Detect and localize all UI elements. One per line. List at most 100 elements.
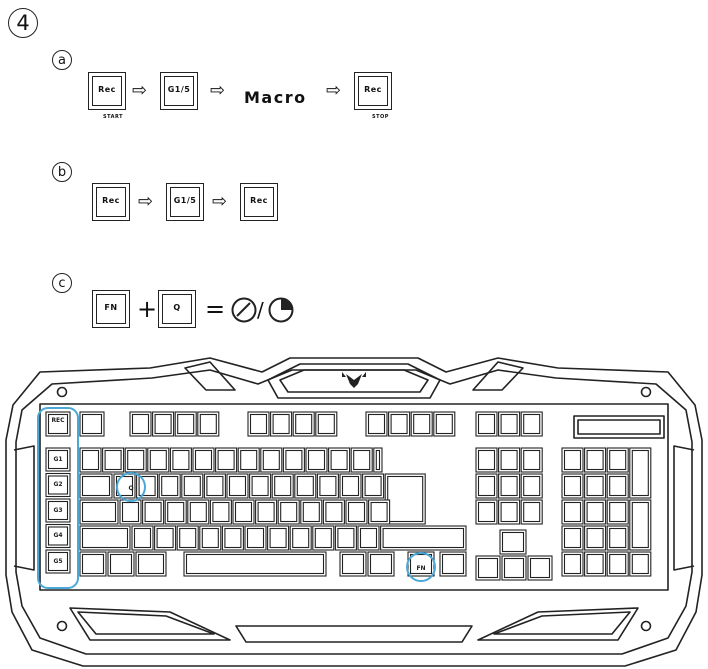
keyboard-key: [226, 473, 249, 499]
keyboard-key: [221, 525, 244, 551]
keyboard-key: [527, 555, 553, 581]
keyboard-key: [498, 411, 521, 437]
keyboard-key: [292, 411, 315, 437]
keyboard-key: [561, 473, 584, 499]
keyboard-key: [606, 551, 629, 577]
keyboard-key: [498, 499, 521, 525]
keyboard-key: [475, 411, 498, 437]
plus-sign: +: [137, 295, 158, 323]
keyboard-key: [606, 525, 629, 551]
substep-b-badge: b: [52, 162, 72, 182]
g-slot-key-b: G1/5: [166, 183, 204, 221]
g-slot-key-a-label: G1/5: [167, 85, 191, 94]
keyboard-key: [232, 499, 255, 525]
keyboard-key: [215, 447, 238, 473]
kb-q-key-label: Q: [128, 485, 133, 492]
keyboard-key: [498, 473, 521, 499]
keyboard-key: [176, 525, 199, 551]
substep-a-label: a: [58, 52, 66, 68]
keyboard-key: [373, 447, 383, 473]
keyboard-key: [561, 499, 584, 525]
keyboard-key: [277, 499, 300, 525]
fn-key-c: FN: [92, 290, 130, 328]
arrow-right-icon: ⇨: [210, 80, 226, 101]
kb-g4-label: G4: [53, 532, 62, 539]
q-key-highlight: [116, 472, 146, 502]
keyboard-key: [328, 447, 351, 473]
keyboard-key: [520, 473, 543, 499]
keyboard-key: [79, 473, 113, 499]
keyboard-key: [498, 447, 521, 473]
keyboard-key: [606, 473, 629, 499]
keyboard-key: [282, 447, 305, 473]
keyboard-key: [315, 411, 338, 437]
keyboard-key: [384, 473, 426, 525]
keyboard-key: [237, 447, 260, 473]
keyboard-key: [584, 499, 607, 525]
keyboard-key: [362, 473, 385, 499]
rec-start-key: Rec: [88, 72, 126, 110]
keyboard-key: [350, 447, 373, 473]
keyboard-key: [158, 473, 181, 499]
stop-caption: STOP: [372, 114, 389, 120]
keyboard-key: [345, 499, 368, 525]
keyboard-key: [199, 525, 222, 551]
start-caption: START: [103, 114, 124, 120]
keyboard-key: [584, 473, 607, 499]
keyboard-key: [45, 411, 71, 437]
keyboard-key: [520, 447, 543, 473]
kb-fn-key-label: FN: [416, 565, 425, 572]
keyboard-key: [169, 447, 192, 473]
kb-rec-key-label: REC: [51, 417, 65, 424]
fn-key-highlight: [406, 552, 436, 582]
keyboard-key: [267, 525, 290, 551]
keyboard-key: [606, 499, 629, 525]
rec-key-b1-label: Rec: [102, 196, 120, 205]
keyboard-key: [629, 551, 652, 577]
substep-c-label: c: [58, 275, 66, 291]
keyboard-key: [107, 551, 135, 577]
keyboard-key: [129, 411, 152, 437]
kb-g1-label: G1: [53, 456, 62, 463]
substep-a-badge: a: [52, 50, 72, 70]
keyboard-key: [119, 499, 142, 525]
keyboard-key: [520, 411, 543, 437]
keyboard-key: [147, 447, 170, 473]
keyboard-key: [501, 555, 527, 581]
keyboard-key: [174, 411, 197, 437]
keyboard-key: [45, 472, 71, 498]
keyboard-key: [183, 551, 327, 577]
keyboard-key: [334, 525, 357, 551]
keyboard-key: [367, 551, 395, 577]
keyboard-key: [154, 525, 177, 551]
keyboard-key: [45, 523, 71, 549]
keyboard-key: [247, 411, 270, 437]
keyboard-key: [260, 447, 283, 473]
keyboard-key: [79, 411, 105, 437]
slash-separator: /: [257, 298, 264, 322]
keyboard-key: [294, 473, 317, 499]
keyboard-key: [79, 551, 107, 577]
gauge-icon: [231, 297, 257, 323]
macro-label: Macro: [244, 88, 307, 107]
keyboard-key: [79, 525, 131, 551]
clock-icon: [268, 297, 294, 323]
keyboard-key: [368, 499, 391, 525]
keyboard-key: [339, 551, 367, 577]
keyboard-key: [300, 499, 323, 525]
arrow-right-icon: ⇨: [132, 80, 148, 101]
keyboard-key: [312, 525, 335, 551]
keyboard-key: [203, 473, 226, 499]
keyboard-key: [192, 447, 215, 473]
keyboard-key: [102, 447, 125, 473]
keyboard-key: [629, 447, 652, 499]
keyboard-key: [475, 555, 501, 581]
keyboard-key: [124, 447, 147, 473]
keyboard-key: [197, 411, 220, 437]
arrow-right-icon: ⇨: [212, 191, 228, 212]
keyboard-key: [475, 447, 498, 473]
keyboard-key: [561, 525, 584, 551]
keyboard-key: [584, 525, 607, 551]
q-key-c: Q: [158, 290, 196, 328]
keyboard-key: [357, 525, 380, 551]
